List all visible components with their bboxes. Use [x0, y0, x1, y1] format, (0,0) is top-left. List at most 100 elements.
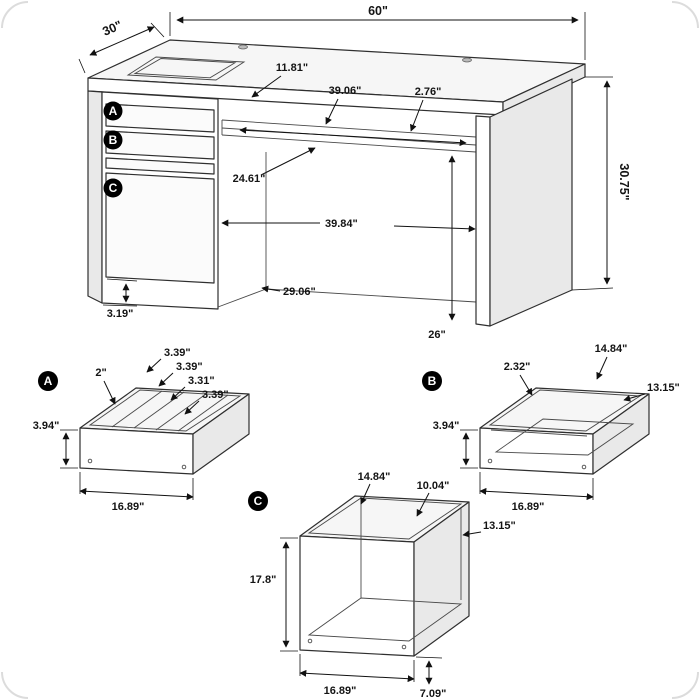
- dim-c-inner-width-label: 13.15": [483, 520, 516, 532]
- dim-desk-width: 60": [169, 4, 586, 60]
- drawer-b-marker: B: [422, 371, 442, 391]
- dim-c-height-label: 17.8": [250, 574, 277, 586]
- dim-tray-inset-label: 11.81": [276, 62, 308, 74]
- drawer-a-side-face: [192, 393, 250, 475]
- cable-grommet-right: [462, 57, 472, 63]
- leader-line: [146, 358, 162, 373]
- dim-a-slot4: 3.39": [184, 389, 229, 415]
- dim-opening-width-label: 39.84": [325, 218, 358, 230]
- dim-desk-depth-label: 30": [100, 18, 124, 39]
- dim-opening-height: 26": [428, 155, 456, 341]
- screw-hole: [401, 644, 407, 650]
- tray-top-edge: [221, 119, 477, 138]
- screw-hole: [87, 458, 93, 464]
- dim-c-inner-depth: 10.04": [416, 480, 450, 517]
- dim-a-width: 16.89": [79, 472, 194, 513]
- dim-c-height: 17.8": [250, 537, 298, 652]
- dim-tray-clearance: 24.61": [233, 147, 316, 185]
- dim-a-slot1-label: 3.39": [164, 347, 191, 359]
- leader-line: [103, 380, 116, 405]
- dim-desk-height-label: 30.75": [617, 163, 631, 200]
- dim-c-depth: 14.84": [358, 471, 390, 505]
- drawer-a-front-face: [79, 427, 194, 475]
- corner-mark: [1, 1, 29, 29]
- leader-line: [251, 75, 282, 98]
- divider-line: [111, 390, 163, 428]
- leader-line: [623, 393, 646, 402]
- extension-line: [106, 278, 138, 282]
- leader-line: [261, 285, 281, 293]
- dim-opening-depth: 29.06": [261, 285, 316, 298]
- drawer-c-marker: C: [248, 491, 268, 511]
- extension-line: [150, 22, 165, 38]
- dim-c-inner-depth-label: 10.04": [417, 480, 450, 492]
- marker-b-badge: [103, 130, 123, 150]
- dim-desk-height: 30.75": [571, 76, 631, 291]
- right-panel-outer-face: [489, 78, 573, 327]
- desk-left-end-panel: [87, 90, 103, 304]
- dim-a-height-label: 3.94": [33, 420, 60, 432]
- marker-c-badge: [248, 491, 268, 511]
- dim-b-inner-width: 13.15": [623, 382, 680, 402]
- marker-a-letter: A: [109, 104, 118, 118]
- dim-c-base-label: 7.09": [420, 688, 447, 700]
- dim-c-width: 16.89": [299, 654, 415, 697]
- leader-line: [360, 483, 371, 505]
- leader-line: [184, 400, 200, 415]
- drawer-b-bottom-panel: [494, 418, 635, 456]
- leader-line: [519, 374, 533, 396]
- dim-tray-thickness: 2.76": [410, 86, 441, 132]
- drawer-c-side-face: [413, 501, 470, 657]
- dimension-arrow: [79, 487, 194, 501]
- drawer-b-inner-rim: [488, 389, 642, 432]
- screw-hole: [581, 464, 587, 470]
- dim-a-slot-depth-label: 2": [95, 367, 106, 379]
- drawer-a-marker: A: [38, 371, 58, 391]
- dim-a-slot4-label: 3.39": [202, 389, 229, 401]
- dim-base-height: 3.19": [102, 278, 138, 320]
- marker-b-letter: B: [428, 374, 437, 388]
- dim-a-slot3: 3.31": [170, 375, 215, 401]
- dim-opening-depth-label: 29.06": [283, 286, 316, 298]
- right-panel-front-edge: [475, 115, 491, 327]
- leader-line: [410, 99, 424, 132]
- dim-a-slot-depth: 2": [95, 367, 116, 405]
- dim-tray-width: 39.06": [239, 85, 467, 147]
- extension-line: [571, 287, 614, 291]
- dimension-arrow: [393, 225, 476, 233]
- marker-a-letter: A: [44, 374, 53, 388]
- drawer-a-detail: A 2" 3.39" 3.39" 3.31": [33, 347, 250, 513]
- dim-c-width-label: 16.89": [324, 685, 357, 697]
- desk-marker-b: B: [103, 130, 123, 150]
- dim-a-height: 3.94": [33, 420, 78, 469]
- dim-tray-clearance-label: 24.61": [233, 173, 266, 185]
- leader-line: [170, 386, 186, 401]
- dim-b-depth-label: 14.84": [595, 343, 628, 355]
- marker-c-letter: C: [254, 494, 263, 508]
- dimension-arrow: [239, 126, 467, 147]
- pedestal-drawer-a-front: [105, 103, 215, 133]
- dim-c-inner-width: 13.15": [462, 520, 516, 538]
- leader-line: [260, 147, 316, 176]
- drawer-c-inner-rim: [307, 497, 463, 540]
- corner-mark: [671, 1, 699, 29]
- marker-a-badge: [38, 371, 58, 391]
- corner-mark: [1, 671, 29, 699]
- marker-c-badge: [103, 178, 123, 198]
- dimension-arrow: [299, 669, 415, 683]
- dim-a-slot2-label: 3.39": [176, 361, 203, 373]
- dimension-arrow: [479, 487, 594, 501]
- drawer-b-detail: B 2.32" 14.84" 13.15" 3.94": [422, 343, 680, 513]
- extension-line: [102, 304, 138, 307]
- dim-desk-width-label: 60": [368, 4, 388, 18]
- divider-line: [155, 393, 207, 431]
- screw-hole: [181, 464, 187, 470]
- desk-interior-lines: [217, 152, 477, 308]
- dim-b-inner-width-label: 13.15": [647, 382, 680, 394]
- dim-b-width-label: 16.89": [512, 501, 545, 513]
- dim-b-rail: 2.32": [504, 361, 533, 396]
- dim-a-width-label: 16.89": [112, 501, 145, 513]
- desk-marker-a: A: [103, 101, 123, 121]
